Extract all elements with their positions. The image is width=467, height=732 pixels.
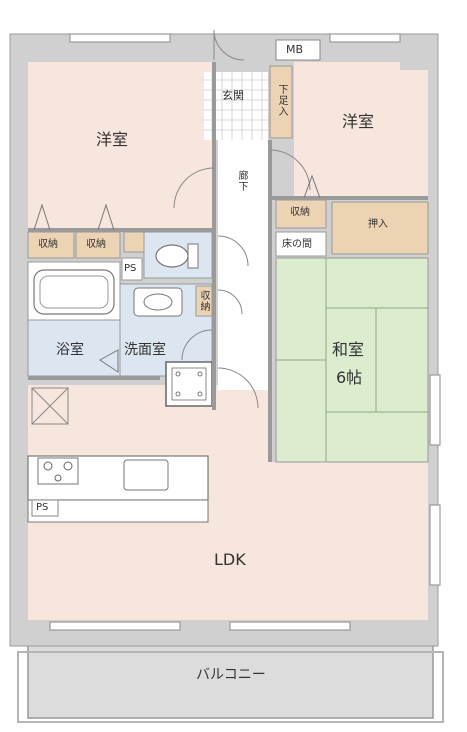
wm-hole-1 [175, 371, 181, 377]
stove [37, 457, 79, 485]
ps-upper-box [121, 257, 143, 281]
wm-hole-2 [197, 371, 203, 377]
refrigerator-space [31, 387, 69, 425]
storage-small [123, 231, 145, 253]
label-shoe-storage: 下足入 [276, 84, 287, 117]
closet-hangers [33, 174, 321, 231]
label-entrance: 玄関 [222, 89, 244, 102]
label-western-left: 洋室 [96, 130, 129, 149]
western-room-left [28, 62, 214, 230]
label-corridor: 廊下 [236, 170, 247, 192]
ldk-room [28, 385, 428, 620]
burner-3 [54, 474, 62, 482]
label-balcony: バルコニー [196, 667, 266, 683]
toilet-bowl [155, 244, 189, 268]
label-storage-2: 収納 [86, 239, 106, 250]
label-washitsu: 和室 [332, 340, 365, 359]
bath-door-marker [99, 349, 119, 373]
kitchen-peninsula [27, 499, 209, 523]
label-washitsu-size: 6帖 [336, 368, 363, 387]
burner-1 [43, 461, 53, 471]
label-oshiire: 押入 [368, 219, 388, 230]
label-ps-lower: PS [36, 502, 49, 513]
mb-box [275, 39, 321, 61]
washing-machine-inner [171, 367, 207, 401]
shoe-storage [269, 65, 293, 139]
tokonoma-box [275, 231, 327, 257]
fridge-x-2 [31, 387, 69, 425]
bathroom-room [27, 319, 121, 377]
door-swings [173, 29, 311, 409]
storage-right [275, 199, 327, 229]
storage-left-2 [75, 231, 121, 259]
label-tokonoma: 床の間 [282, 239, 312, 250]
washing-machine-pan [165, 361, 213, 407]
label-storage-1: 収納 [38, 239, 58, 250]
label-washroom: 洗面室 [124, 342, 166, 358]
bathtub-inner [39, 275, 109, 309]
wm-hole-3 [175, 391, 181, 397]
balcony-rail [17, 651, 444, 723]
label-bathroom: 浴室 [56, 342, 84, 358]
western-room-right [294, 62, 428, 198]
kitchen-sink [123, 459, 169, 491]
label-western-right: 洋室 [342, 112, 375, 131]
wash-basin-bowl [143, 293, 173, 311]
storage-left-1 [27, 231, 75, 259]
label-storage-3: 収納 [198, 290, 209, 312]
label-mb: MB [286, 43, 304, 56]
inner-walls [28, 62, 428, 462]
label-storage-4: 収納 [290, 207, 310, 218]
oshiire-box [331, 201, 429, 255]
toilet-tank [187, 243, 199, 269]
label-ps-upper: PS [124, 263, 137, 274]
ps-lower-box [31, 499, 59, 517]
tatami-lines [276, 258, 428, 462]
windows [49, 33, 441, 631]
burner-2 [63, 461, 73, 471]
wm-hole-4 [197, 391, 203, 397]
label-ldk: LDK [214, 550, 246, 569]
corridor-area [218, 140, 268, 390]
bathtub [33, 269, 115, 315]
wash-basin [133, 287, 183, 317]
